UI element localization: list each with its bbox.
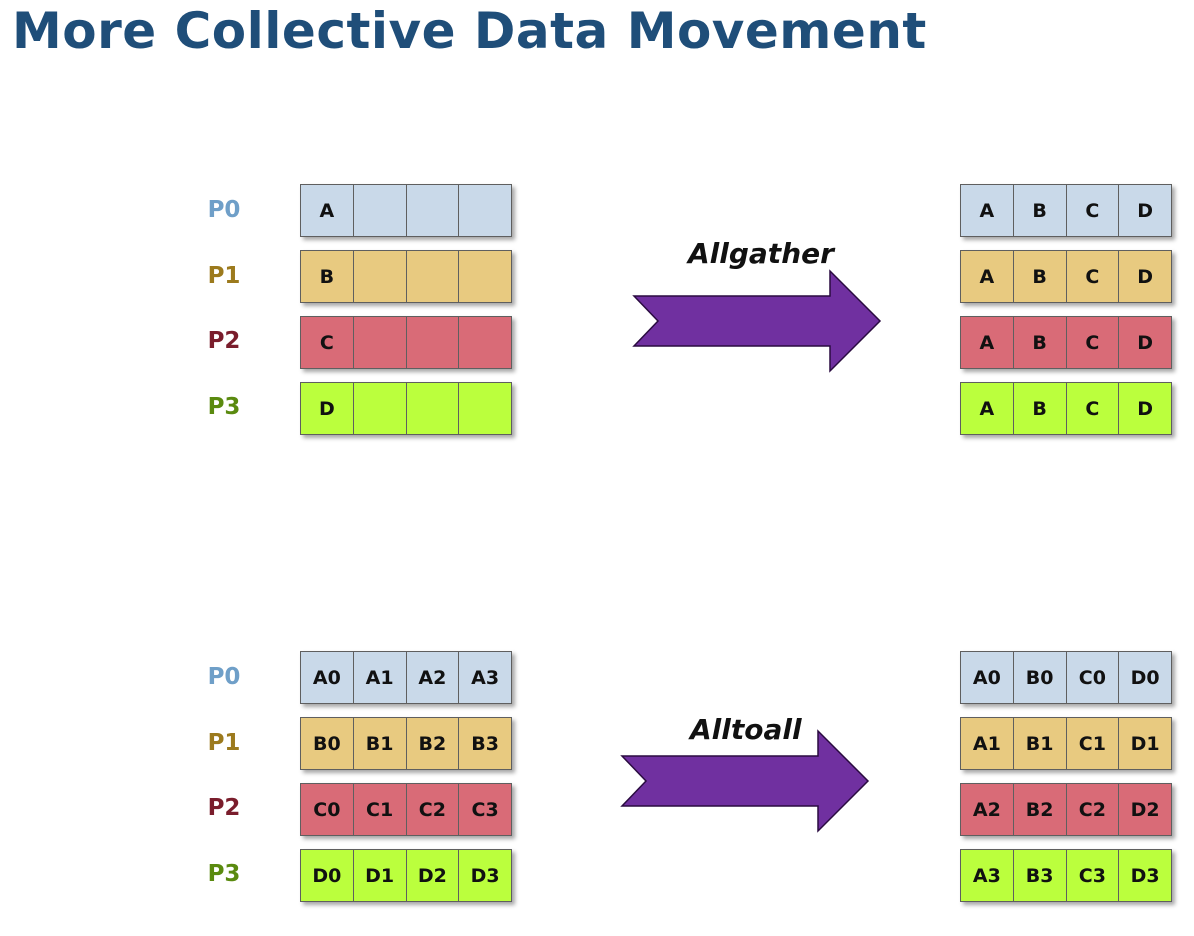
allgather-after-cell: B — [1013, 250, 1067, 303]
alltoall-after-cell: B2 — [1013, 783, 1067, 836]
alltoall-before-cell: A1 — [353, 651, 407, 704]
allgather-before-cell — [406, 184, 460, 237]
alltoall-before-cell: B3 — [459, 717, 512, 770]
allgather-after-cell: A — [960, 184, 1014, 237]
alltoall-before-cell: D0 — [300, 849, 354, 902]
allgather-after-cell: C — [1066, 316, 1120, 369]
allgather-after-cell: A — [960, 250, 1014, 303]
process-label-p2: P2 — [207, 795, 241, 821]
allgather-after-cell: D — [1119, 382, 1172, 435]
allgather-after-cell: D — [1119, 316, 1172, 369]
allgather-before-row-p2: C — [300, 316, 512, 369]
allgather-before-cell — [353, 382, 407, 435]
process-label-p1: P1 — [207, 730, 241, 756]
process-label-p2: P2 — [207, 328, 241, 354]
alltoall-after-cell: C0 — [1066, 651, 1120, 704]
alltoall-before-cell: C1 — [353, 783, 407, 836]
alltoall-before-cell: C0 — [300, 783, 354, 836]
allgather-before-cell: B — [300, 250, 354, 303]
alltoall-label: Alltoall — [690, 713, 802, 746]
alltoall-before-cell: D2 — [406, 849, 460, 902]
allgather-before-cell — [353, 316, 407, 369]
alltoall-after-cell: C3 — [1066, 849, 1120, 902]
alltoall-after-cell: B3 — [1013, 849, 1067, 902]
process-label-p3: P3 — [207, 861, 241, 887]
alltoall-after-cell: A2 — [960, 783, 1014, 836]
alltoall-before-cell: A2 — [406, 651, 460, 704]
allgather-before-row-p0: A — [300, 184, 512, 237]
alltoall-arrow-icon — [620, 729, 870, 833]
alltoall-before-cell: B1 — [353, 717, 407, 770]
alltoall-after-cell: B0 — [1013, 651, 1067, 704]
allgather-label: Allgather — [688, 237, 834, 270]
alltoall-before-cell: C2 — [406, 783, 460, 836]
page-title: More Collective Data Movement — [12, 2, 927, 60]
allgather-after-cell: B — [1013, 184, 1067, 237]
allgather-after-cell: B — [1013, 382, 1067, 435]
process-label-p0: P0 — [207, 197, 241, 223]
allgather-before-cell — [406, 316, 460, 369]
process-label-p1: P1 — [207, 263, 241, 289]
allgather-before-cell — [459, 184, 512, 237]
allgather-before-cell — [459, 316, 512, 369]
allgather-before-cell — [353, 250, 407, 303]
allgather-before-cell: D — [300, 382, 354, 435]
alltoall-before-cell: C3 — [459, 783, 512, 836]
alltoall-before-cell: A0 — [300, 651, 354, 704]
allgather-after-cell: B — [1013, 316, 1067, 369]
alltoall-before-cell: B0 — [300, 717, 354, 770]
alltoall-after-cell: D0 — [1119, 651, 1172, 704]
allgather-after-cell: D — [1119, 184, 1172, 237]
allgather-arrow-icon — [632, 269, 882, 373]
allgather-before-cell — [406, 250, 460, 303]
allgather-before-row-p1: B — [300, 250, 512, 303]
alltoall-after-cell: C2 — [1066, 783, 1120, 836]
allgather-after-cell: D — [1119, 250, 1172, 303]
allgather-before-cell — [353, 184, 407, 237]
alltoall-after-cell: A0 — [960, 651, 1014, 704]
allgather-before-cell — [406, 382, 460, 435]
alltoall-before-cell: D1 — [353, 849, 407, 902]
allgather-after-cell: C — [1066, 250, 1120, 303]
allgather-after-cell: C — [1066, 382, 1120, 435]
allgather-before-cell: A — [300, 184, 354, 237]
alltoall-after-cell: D2 — [1119, 783, 1172, 836]
allgather-after-cell: C — [1066, 184, 1120, 237]
alltoall-after-cell: A1 — [960, 717, 1014, 770]
process-label-p3: P3 — [207, 394, 241, 420]
alltoall-after-cell: D3 — [1119, 849, 1172, 902]
alltoall-after-cell: B1 — [1013, 717, 1067, 770]
alltoall-after-cell: C1 — [1066, 717, 1120, 770]
allgather-before-cell — [459, 382, 512, 435]
allgather-before-row-p3: D — [300, 382, 512, 435]
allgather-after-cell: A — [960, 316, 1014, 369]
allgather-after-cell: A — [960, 382, 1014, 435]
alltoall-before-cell: D3 — [459, 849, 512, 902]
alltoall-after-cell: D1 — [1119, 717, 1172, 770]
allgather-before-cell — [459, 250, 512, 303]
alltoall-after-cell: A3 — [960, 849, 1014, 902]
alltoall-before-cell: A3 — [459, 651, 512, 704]
alltoall-before-cell: B2 — [406, 717, 460, 770]
allgather-before-cell: C — [300, 316, 354, 369]
process-label-p0: P0 — [207, 664, 241, 690]
